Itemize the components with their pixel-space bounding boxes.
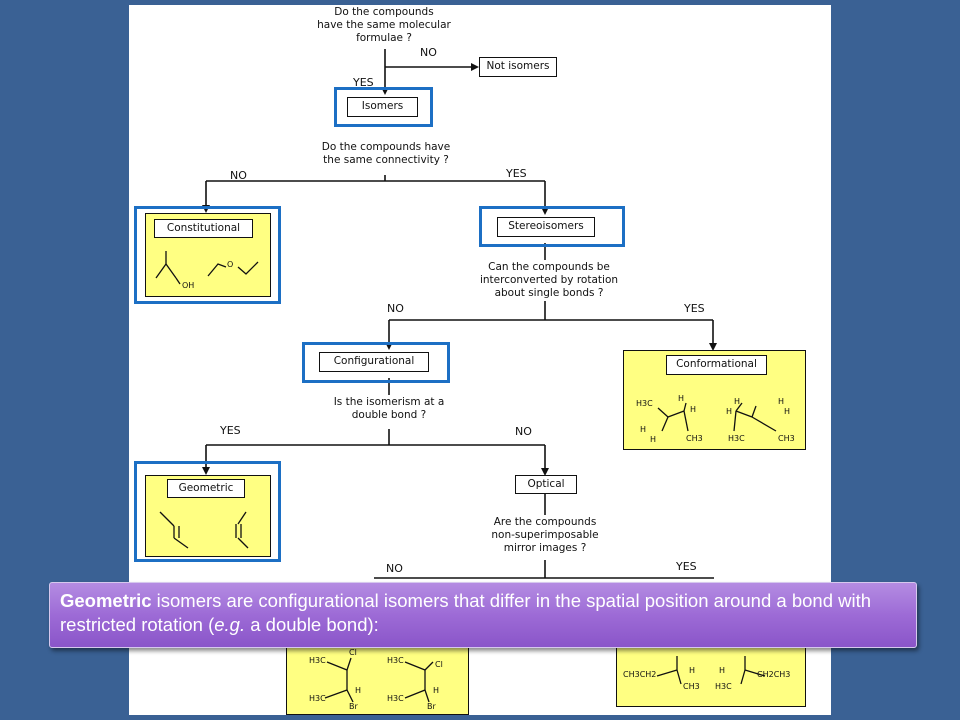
h3c-label-3: H3C [309, 656, 326, 665]
conformational-box: Conformational [666, 355, 767, 375]
arrow-not-isomers [471, 63, 479, 71]
stereoisomers-box: Stereoisomers [497, 217, 595, 237]
configurational-box: Configurational [319, 352, 429, 372]
q2-no-label: NO [230, 169, 247, 182]
q4-no-label: NO [515, 425, 532, 438]
constitutional-box: Constitutional [154, 219, 253, 238]
h3c-label-6: H3C [387, 694, 404, 703]
ch2ch3-label: CH2CH3 [757, 670, 791, 679]
h-label-4: H [650, 435, 657, 444]
h3c-label-4: H3C [309, 694, 326, 703]
question-rotation: Can the compounds be interconverted by r… [479, 261, 619, 299]
h-label-7: H [778, 397, 785, 406]
q1-yes-label: YES [353, 76, 374, 89]
h-label-12: H [719, 666, 726, 675]
ch3ch2-label: CH3CH2 [623, 670, 657, 679]
h3c-label-7: H3C [715, 682, 732, 691]
q1-no-label: NO [420, 46, 437, 59]
h-label-6: H [726, 407, 733, 416]
bottom-right-structures [656, 656, 766, 685]
optical-box: Optical [515, 475, 577, 494]
callout-eg: e.g. [214, 614, 246, 635]
question-double-bond: Is the isomerism at a double bond ? [333, 396, 445, 421]
constitutional-structures [155, 251, 259, 285]
h3c-label-5: H3C [387, 656, 404, 665]
conformational-structures [657, 402, 777, 432]
callout-text-2: a double bond): [245, 614, 379, 635]
geometric-highlight [134, 461, 281, 562]
ch3-label-1: CH3 [686, 434, 703, 443]
q3-no-label: NO [387, 302, 404, 315]
callout-text-1: isomers are configurational isomers that… [60, 590, 872, 635]
h-label-11: H [689, 666, 696, 675]
configurational-highlight [302, 342, 450, 383]
h-label-8: H [784, 407, 791, 416]
h-label-1: H [678, 394, 685, 403]
q2-yes-label: YES [506, 167, 527, 180]
cl-label-2: Cl [435, 660, 443, 669]
flowchart-connectors [202, 49, 717, 579]
geometric-definition-callout: Geometric isomers are configurational is… [49, 582, 917, 648]
h-label-3: H [640, 425, 647, 434]
callout-bold-term: Geometric [60, 590, 152, 611]
arrow-optical [541, 468, 549, 476]
h-label-9: H [355, 686, 362, 695]
isomers-box: Isomers [347, 97, 418, 117]
geometric-structures [159, 511, 249, 549]
cl-label-1: Cl [349, 648, 357, 657]
question-same-formulae: Do the compounds have the same molecular… [317, 6, 451, 44]
isomers-highlight [334, 87, 433, 127]
br-label-1: Br [349, 702, 358, 711]
arrow-stereoisomers [541, 207, 549, 215]
ch3-label-3: CH3 [683, 682, 700, 691]
oxygen-label: O [227, 260, 234, 269]
q4-yes-label: YES [220, 424, 241, 437]
q3-yes-label: YES [684, 302, 705, 315]
constitutional-highlight [134, 206, 281, 304]
h-label-10: H [433, 686, 440, 695]
ch3-label-2: CH3 [778, 434, 795, 443]
h-label-2: H [690, 405, 697, 414]
br-label-2: Br [427, 702, 436, 711]
stereoisomers-highlight [479, 206, 625, 247]
not-isomers-box: Not isomers [479, 57, 557, 77]
q5-yes-label: YES [676, 560, 697, 573]
bottom-left-structures [324, 657, 434, 703]
hydroxyl-label: OH [182, 281, 195, 290]
h3c-label-2: H3C [728, 434, 745, 443]
q5-no-label: NO [386, 562, 403, 575]
arrow-geometric [202, 467, 210, 475]
h-label-5: H [734, 397, 741, 406]
question-same-connectivity: Do the compounds have the same connectiv… [321, 141, 451, 166]
geometric-box: Geometric [167, 479, 245, 498]
arrow-conformational [709, 343, 717, 351]
h3c-label-1: H3C [636, 399, 653, 408]
question-mirror-images: Are the compounds non-superimposable mir… [491, 516, 599, 554]
